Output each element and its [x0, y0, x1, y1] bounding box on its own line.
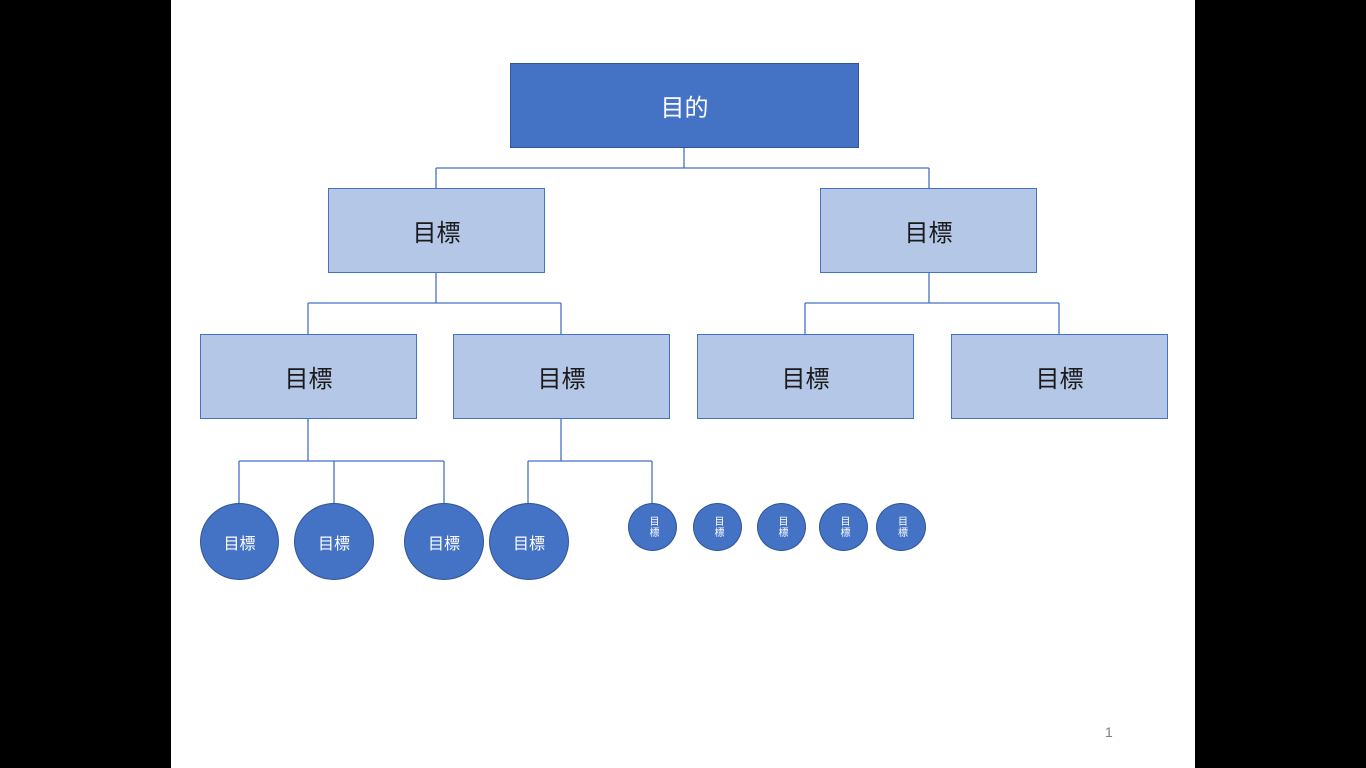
node-label: 目標 — [537, 365, 586, 393]
node-label: 目標 — [317, 533, 350, 553]
level3-circle-4[interactable]: 目標 — [489, 503, 569, 580]
small-circle-1[interactable]: 目標 — [628, 503, 677, 551]
level3-circle-3[interactable]: 目標 — [404, 503, 484, 580]
small-circle-5[interactable]: 目標 — [876, 503, 926, 551]
level3-circle-1[interactable]: 目標 — [200, 503, 279, 580]
connector-l1b-l2 — [804, 272, 1060, 334]
connector-l1a-l2 — [307, 272, 562, 334]
small-circle-4[interactable]: 目標 — [819, 503, 868, 551]
level2-node-4[interactable]: 目標 — [951, 334, 1168, 419]
level3-circle-2[interactable]: 目標 — [294, 503, 374, 580]
node-label: 目標 — [1035, 365, 1084, 393]
node-label: 目標 — [284, 365, 333, 393]
node-label: 目標 — [223, 533, 256, 553]
root-goal-node[interactable]: 目的 — [510, 63, 859, 148]
node-label: 目標 — [412, 219, 461, 247]
small-circle-2[interactable]: 目標 — [693, 503, 742, 551]
level2-node-1[interactable]: 目標 — [200, 334, 417, 419]
node-label: 目標 — [712, 516, 723, 538]
node-label: 目標 — [776, 516, 787, 538]
small-circle-3[interactable]: 目標 — [757, 503, 806, 551]
root-goal-label: 目的 — [660, 94, 709, 122]
node-label: 目標 — [838, 516, 849, 538]
node-label: 目標 — [512, 533, 545, 553]
level1-node-1[interactable]: 目標 — [328, 188, 545, 273]
node-label: 目標 — [781, 365, 830, 393]
node-label: 目標 — [427, 533, 460, 553]
connector-l2b-l3 — [527, 418, 653, 503]
node-label: 目標 — [895, 516, 907, 538]
connector-l2a-l3 — [238, 418, 445, 503]
connector-root-l1 — [435, 148, 930, 188]
level2-node-2[interactable]: 目標 — [453, 334, 670, 419]
level1-node-2[interactable]: 目標 — [820, 188, 1037, 273]
level2-node-3[interactable]: 目標 — [697, 334, 914, 419]
page-number: 1 — [1105, 724, 1113, 740]
node-label: 目標 — [647, 516, 658, 538]
node-label: 目標 — [904, 219, 953, 247]
